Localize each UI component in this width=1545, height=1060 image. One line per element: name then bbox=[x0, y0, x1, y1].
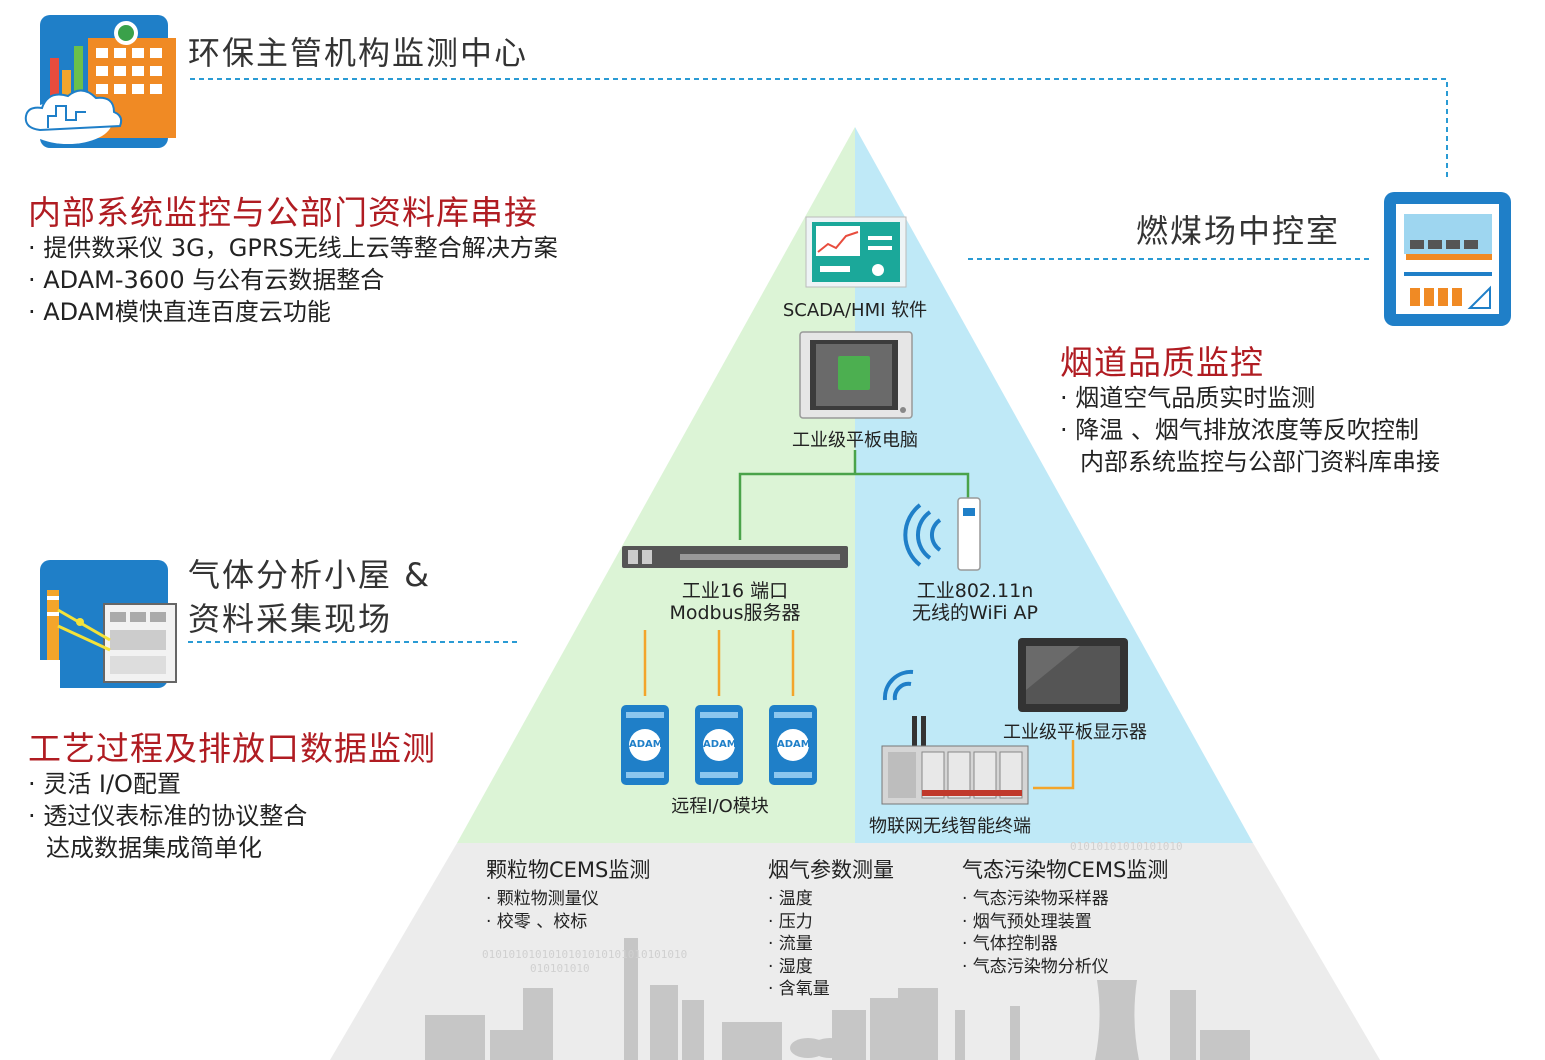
gas-pollutant-item: · 气态污染物分析仪 bbox=[962, 956, 1109, 977]
particulate-title: 颗粒物CEMS监测 bbox=[486, 858, 651, 882]
adam-module-1 bbox=[621, 705, 669, 785]
control-room-icon bbox=[1384, 192, 1511, 326]
left-top-item: · ADAM-3600 与公有云数据整合 bbox=[28, 266, 385, 294]
left-top-title: 内部系统监控与公部门资料库串接 bbox=[28, 193, 538, 232]
gas-pollutant-item: · 气体控制器 bbox=[962, 934, 1058, 954]
right-top-item: 内部系统监控与公部门资料库串接 bbox=[1080, 448, 1440, 476]
particulate-item: · 颗粒物测量仪 bbox=[486, 889, 599, 909]
adam-badge-1: ADAM bbox=[629, 739, 663, 750]
modbus-server-icon bbox=[622, 546, 848, 568]
left-top-item: · 提供数采仪 3G，GPRS无线上云等整合解决方案 bbox=[28, 234, 558, 262]
base-gas-pollutant: 气态污染物CEMS监测 · 气态污染物采样器 · 烟气预处理装置 · 气体控制器… bbox=[962, 854, 1168, 978]
base-flue-params: 烟气参数测量 · 温度 · 压力 · 流量 · 湿度 · 含氧量 bbox=[768, 854, 894, 1001]
adam-badge-2: ADAM bbox=[703, 739, 737, 750]
scada-label: SCADA/HMI 软件 bbox=[782, 300, 928, 321]
modbus-label-line1: 工业16 端口 bbox=[681, 580, 789, 602]
left-bottom-list: · 灵活 I/O配置 · 透过仪表标准的协议整合 达成数据集成简单化 bbox=[28, 768, 307, 864]
gas-pollutant-item: · 气态污染物采样器 bbox=[962, 889, 1109, 909]
iot-terminal-icon bbox=[881, 669, 1029, 805]
binary-decoration-1: 0101010101010101010101010101010 bbox=[482, 948, 688, 961]
modbus-label-line2: Modbus服务器 bbox=[669, 602, 801, 624]
network-lines bbox=[643, 450, 1075, 790]
iot-terminal-label: 物联网无线智能终端 bbox=[869, 816, 1031, 837]
io-module-label: 远程I/O模块 bbox=[671, 796, 769, 817]
epa-building-icon bbox=[24, 15, 176, 148]
binary-decoration-2: 010101010 bbox=[530, 962, 590, 975]
adam-badge-3: ADAM bbox=[777, 739, 811, 750]
adam-module-3 bbox=[769, 705, 817, 785]
control-room-heading: 燃煤场中控室 bbox=[1136, 212, 1341, 250]
flue-params-item: · 含氧量 bbox=[768, 979, 830, 999]
gas-pollutant-title: 气态污染物CEMS监测 bbox=[962, 858, 1169, 882]
left-bottom-item: · 透过仪表标准的协议整合 bbox=[28, 802, 308, 830]
left-bottom-item: · 灵活 I/O配置 bbox=[28, 770, 181, 798]
modbus-label: 工业16 端口 Modbus服务器 bbox=[640, 580, 830, 624]
gas-hut-icon bbox=[30, 560, 177, 688]
scada-monitor-icon bbox=[805, 216, 907, 288]
epa-center-heading: 环保主管机构监测中心 bbox=[188, 34, 529, 72]
wifi-ap-label-line2: 无线的WiFi AP bbox=[912, 602, 1038, 624]
industrial-display-icon bbox=[1018, 638, 1128, 712]
wifi-ap-label: 工业802.11n 无线的WiFi AP bbox=[880, 580, 1070, 624]
adam-module-2 bbox=[695, 705, 743, 785]
base-particulate: 颗粒物CEMS监测 · 颗粒物测量仪 · 校零 、校标 bbox=[486, 854, 650, 933]
gas-hut-heading-line1: 气体分析小屋 & bbox=[188, 556, 432, 594]
flue-params-item: · 压力 bbox=[768, 911, 813, 932]
tablet-pc-icon bbox=[799, 331, 913, 419]
flue-params-item: · 流量 bbox=[768, 934, 813, 954]
pyramid-left-green bbox=[457, 127, 855, 843]
wifi-ap-label-line1: 工业802.11n bbox=[916, 580, 1034, 602]
particulate-item: · 校零 、校标 bbox=[486, 911, 588, 932]
right-top-list: · 烟道空气品质实时监测 · 降温 、烟气排放浓度等反吹控制 内部系统监控与公部… bbox=[1060, 382, 1440, 478]
display-label: 工业级平板显示器 bbox=[1003, 722, 1147, 743]
gas-pollutant-list: · 气态污染物采样器 · 烟气预处理装置 · 气体控制器 · 气态污染物分析仪 bbox=[962, 888, 1168, 978]
pyramid-right-blue bbox=[855, 127, 1253, 843]
factory-skyline bbox=[425, 938, 1250, 1060]
left-bottom-title: 工艺过程及排放口数据监测 bbox=[28, 729, 436, 768]
right-top-title: 烟道品质监控 bbox=[1060, 343, 1264, 382]
left-top-item: · ADAM模快直连百度云功能 bbox=[28, 298, 331, 326]
gas-pollutant-item: · 烟气预处理装置 bbox=[962, 911, 1092, 932]
flue-params-item: · 温度 bbox=[768, 889, 813, 909]
gas-hut-heading-line2: 资料采集现场 bbox=[188, 600, 393, 638]
binary-decoration-3: 01010101010101010 bbox=[1070, 840, 1183, 853]
dashed-connector-top bbox=[190, 78, 1448, 178]
right-top-item: · 烟道空气品质实时监测 bbox=[1060, 384, 1316, 412]
left-bottom-item: 达成数据集成简单化 bbox=[46, 834, 262, 862]
flue-params-list: · 温度 · 压力 · 流量 · 湿度 · 含氧量 bbox=[768, 888, 894, 1001]
left-top-list: · 提供数采仪 3G，GPRS无线上云等整合解决方案 · ADAM-3600 与… bbox=[28, 232, 558, 328]
particulate-list: · 颗粒物测量仪 · 校零 、校标 bbox=[486, 888, 650, 933]
tablet-pc-label: 工业级平板电脑 bbox=[792, 430, 918, 451]
flue-params-item: · 湿度 bbox=[768, 956, 813, 977]
wifi-ap-icon bbox=[903, 497, 981, 571]
flue-params-title: 烟气参数测量 bbox=[768, 858, 894, 882]
right-top-item: · 降温 、烟气排放浓度等反吹控制 bbox=[1060, 416, 1419, 444]
